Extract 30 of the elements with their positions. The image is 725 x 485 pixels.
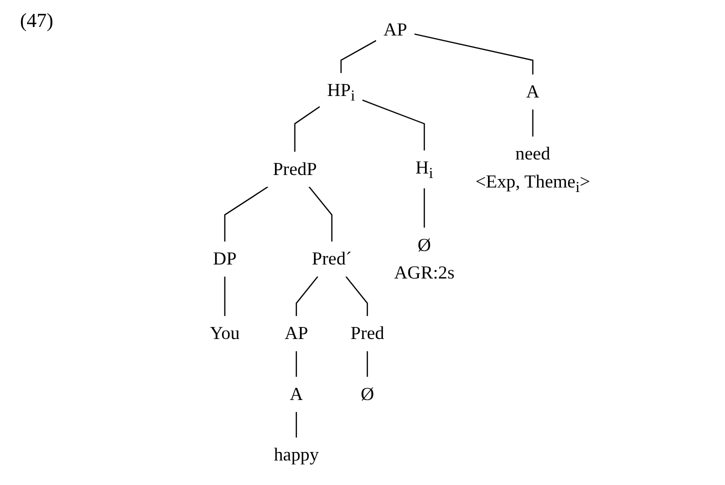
node-text: AP <box>284 324 308 344</box>
connector <box>224 186 268 242</box>
node-text: happy <box>274 445 319 466</box>
node-text: H$_{i}$ <box>416 158 434 182</box>
connector <box>345 276 368 316</box>
node-text: Pred <box>350 324 384 344</box>
node-text: A <box>526 82 540 102</box>
connector <box>362 100 425 150</box>
node-text: Pred´ <box>312 248 352 270</box>
connector <box>296 351 297 377</box>
node-text: DP <box>213 248 237 270</box>
node-text: You <box>210 324 240 344</box>
node-text: A <box>290 384 303 405</box>
node-text: Ø AGR:2s <box>394 235 455 284</box>
connector <box>366 351 368 377</box>
node-text: need <Exp, Theme$_{i}$> <box>475 144 590 196</box>
connector <box>424 188 425 228</box>
connector <box>224 276 226 316</box>
connector <box>296 276 318 316</box>
connector <box>532 109 534 137</box>
node-text: AP <box>384 20 408 40</box>
connector <box>296 412 297 438</box>
node-text: Ø <box>360 384 374 405</box>
connector <box>414 34 534 74</box>
connector <box>340 40 376 74</box>
node-text: PredP <box>272 159 317 180</box>
connector <box>294 106 320 152</box>
node-text: HP$_{i}$ <box>327 80 355 104</box>
connector <box>308 186 332 242</box>
example-number: (47) <box>20 10 54 33</box>
